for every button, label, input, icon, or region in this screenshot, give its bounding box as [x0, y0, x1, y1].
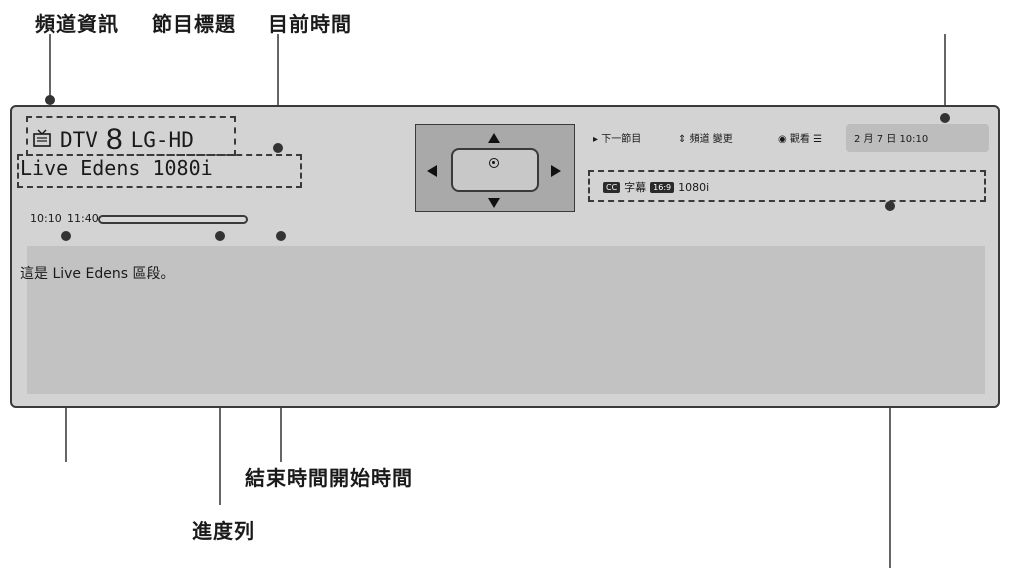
- right-arrow-icon[interactable]: [551, 165, 561, 177]
- dot-start-time: [61, 231, 71, 241]
- callout-progress-bar: 進度列: [192, 519, 255, 543]
- channel-name: LG-HD: [130, 128, 194, 152]
- program-title: Live Edens 1080i: [20, 156, 213, 180]
- ok-icon: [489, 158, 499, 168]
- menu-channel-change[interactable]: ⇕ 頻道 變更: [678, 130, 733, 145]
- dot-progress-bar: [215, 231, 225, 241]
- menu-icon: ☰: [813, 134, 823, 145]
- callout-channel-info: 頻道資訊: [35, 12, 119, 36]
- program-description: 這是 Live Edens 區段。: [20, 266, 175, 282]
- start-time: 10:10: [30, 212, 62, 225]
- clock-background: [846, 124, 989, 152]
- ok-button[interactable]: [451, 148, 539, 192]
- callout-current-time: 目前時間: [268, 12, 352, 36]
- tv-icon: [32, 128, 52, 153]
- end-time: 11:40: [67, 212, 99, 225]
- menu-next-program[interactable]: ▸ 下一節目: [593, 130, 641, 145]
- callout-end-start-time: 結束時間開始時間: [245, 466, 413, 490]
- info-row-highlight: [588, 170, 986, 202]
- subtitle-label: 字幕: [624, 181, 647, 194]
- resolution-label: 1080i: [678, 180, 710, 194]
- navigation-pad: [415, 124, 575, 212]
- dot-info-row: [885, 201, 895, 211]
- program-title-highlight: [17, 154, 302, 188]
- up-arrow-icon[interactable]: [488, 133, 500, 143]
- current-date-time: 2 月 7 日 10:10: [854, 134, 929, 145]
- up-down-icon: ⇕: [678, 134, 687, 145]
- channel-change-label: 頻道 變更: [689, 134, 733, 145]
- callout-program-title: 節目標題: [152, 12, 236, 36]
- left-arrow-icon[interactable]: [427, 165, 437, 177]
- channel-info: DTV 8 LG-HD: [32, 122, 194, 158]
- menu-watch[interactable]: ◉ 觀看 ☰: [778, 130, 822, 145]
- next-program-label: 下一節目: [601, 134, 642, 145]
- dot-current-time: [940, 113, 950, 123]
- aspect-ratio-badge: 16:9: [650, 181, 675, 193]
- down-arrow-icon[interactable]: [488, 198, 500, 208]
- dot-channel-info: [45, 95, 55, 105]
- channel-number: 8: [105, 123, 123, 156]
- channel-type: DTV: [60, 128, 98, 152]
- cc-badge: CC: [603, 181, 621, 193]
- description-area: [27, 246, 985, 394]
- dot-program-title: [273, 143, 283, 153]
- ok-circle-icon: ◉: [778, 134, 787, 145]
- watch-label: 觀看: [789, 134, 810, 145]
- play-icon: ▸: [593, 134, 599, 145]
- dot-end-time: [276, 231, 286, 241]
- progress-bar: [98, 215, 248, 224]
- program-info-row: CC 字幕 16:9 1080i: [603, 179, 709, 195]
